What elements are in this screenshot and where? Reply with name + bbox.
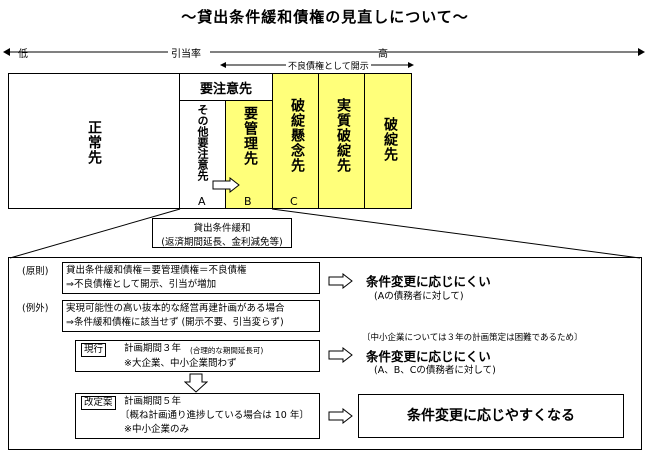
current-line2: ※大企業、中小企業問わず (124, 358, 237, 369)
principle-note: (Aの債務者に対して) (374, 291, 464, 302)
exception-line2: ⇒条件緩和債権に該当せず (開示不要、引当変らず) (66, 317, 284, 328)
revised-line3: ※中小企業のみ (124, 424, 189, 435)
disclosure-label: 不良債権として開示 (286, 59, 371, 72)
letter-a: A (198, 195, 206, 208)
scale-low: 低 (18, 49, 28, 60)
right-arrow-icon (328, 273, 353, 289)
scale-label: 引当率 (171, 49, 201, 60)
revised-line1: 計画期間５年 (124, 396, 182, 407)
revised-result-box (358, 394, 624, 438)
detail-panel (8, 257, 642, 450)
current-line1-main: 計画期間３年 (124, 343, 182, 354)
current-note: (A、B、Cの債務者に対して) (374, 365, 496, 376)
relief-box (152, 218, 292, 248)
relief-line1: 貸出条件緩和 (193, 223, 251, 234)
revised-box (75, 393, 320, 439)
principle-box (62, 262, 320, 294)
principle-line2: ⇒不良債権として開示、引当が増加 (66, 279, 217, 290)
managed-label: 要管理先 (242, 106, 258, 166)
principle-line1: 貸出条件緩和債権＝要管理債権＝不良債権 (66, 265, 247, 276)
exception-box (62, 300, 320, 332)
revised-result: 条件変更に応じやすくなる (407, 408, 575, 424)
caution-header: 要注意先 (199, 82, 252, 97)
page-title: ～貸出条件緩和債権の見直しについて～ (181, 8, 469, 26)
right-arrow-icon (212, 177, 240, 193)
letter-b: B (244, 195, 252, 208)
current-result: 条件変更に応じにくい (366, 349, 491, 364)
bankrupt-label: 破綻先 (382, 117, 398, 162)
current-tag: 現行 (81, 343, 107, 357)
right-arrow-icon (328, 408, 353, 424)
scale-high: 高 (378, 49, 388, 60)
exception-tag: (例外) (22, 303, 49, 314)
down-arrow-icon (184, 373, 208, 393)
principle-result: 条件変更に応じにくい (366, 274, 491, 289)
managed-box (225, 100, 273, 209)
other-caution-label: その他要注意先 (196, 104, 209, 181)
revised-tag: 改定案 (81, 396, 116, 410)
current-line1-note: (合理的な期間延長可) (190, 346, 264, 355)
doubtful-box (272, 73, 319, 209)
right-arrow-icon (328, 347, 353, 363)
exception-line1: 実現可能性の高い抜本的な経営再建計画がある場合 (66, 303, 285, 314)
current-box (75, 340, 320, 372)
doubtful-label: 破綻懸念先 (289, 98, 305, 173)
connector-lines (9, 208, 641, 259)
principle-tag: (原則) (22, 266, 49, 277)
defacto-label: 実質破綻先 (335, 98, 351, 173)
revised-line2: 〔概ね計画通り進捗している場合は 10 年〕 (120, 410, 309, 421)
normal-label: 正常先 (86, 120, 102, 165)
bankrupt-box (364, 73, 412, 209)
letter-c: C (290, 195, 298, 208)
relief-line2: (返済期間延長、金利減免等) (161, 237, 283, 248)
current-note-top: 〔中小企業については３年の計画策定は困難であるため〕 (362, 333, 583, 343)
